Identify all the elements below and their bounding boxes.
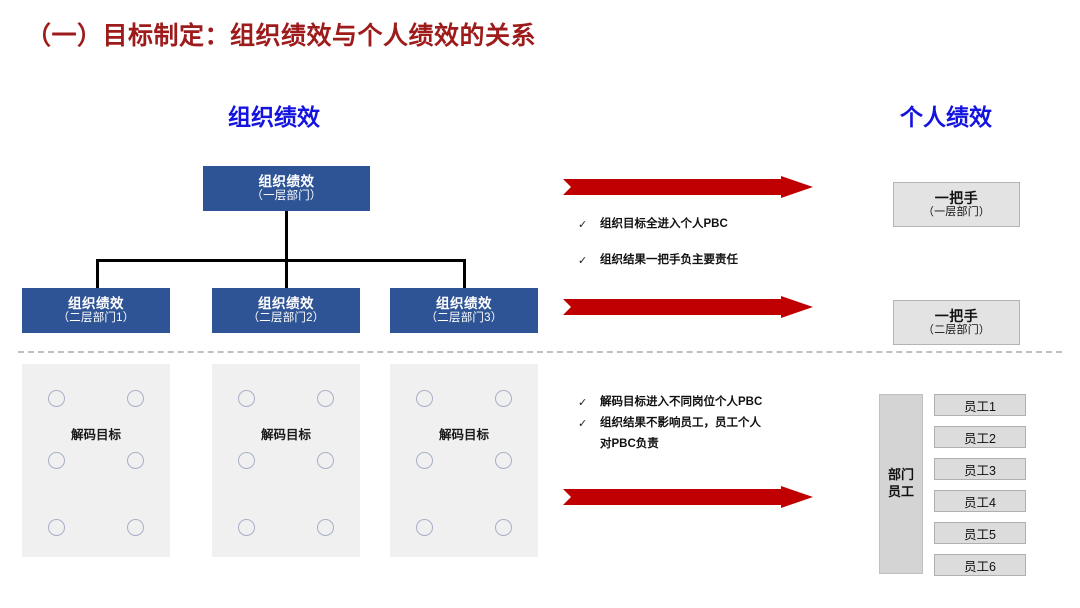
employee-item[interactable]: 员工3 [934,458,1026,480]
decode-circle-icon [416,390,433,407]
decode-circle-icon [238,390,255,407]
page-title: （一）目标制定：组织绩效与个人绩效的关系 [26,22,537,50]
bullet-text: 组织结果一把手负主要责任 [600,254,738,267]
bullet-text: 组织目标全进入个人PBC [600,218,728,230]
decode-circle-icon [317,390,334,407]
bullet-text: 组织结果不影响员工，员工个人 [600,417,761,430]
bullet-item: ✓ 组织结果不影响员工，员工个人 [578,415,848,433]
bullet-item: ✓ 解码目标进入不同岗位个人PBC [578,394,848,412]
employee-item[interactable]: 员工5 [934,522,1026,544]
org-box-level2-3-title: 组织绩效 [436,295,492,311]
decode-circle-icon [317,519,334,536]
org-box-level2-2[interactable]: 组织绩效 （二层部门2） [212,288,360,333]
connector-drop-1 [96,259,99,289]
employee-item[interactable]: 员工6 [934,554,1026,576]
decode-circle-icon [416,452,433,469]
decode-circle-icon [48,390,65,407]
department-label-line1: 部门 [887,467,914,483]
check-icon: ✓ [578,219,588,231]
bullet-list-top: ✓ 组织目标全进入个人PBC ✓ 组织结果一把手负主要责任 [578,216,848,288]
decode-circle-icon [238,519,255,536]
org-box-level1[interactable]: 组织绩效 （一层部门） [203,166,370,211]
decode-circle-icon [127,452,144,469]
arrow-right-icon-decode-to-employees [563,486,813,508]
check-icon: ✓ [578,255,588,268]
connector-vertical-top [285,211,288,262]
connector-drop-2 [285,259,288,289]
connector-drop-3 [463,259,466,289]
decode-box-2-label: 解码目标 [260,428,311,442]
leader-box-level2[interactable]: 一把手 （二层部门） [893,300,1020,345]
employee-list: 员工1 员工2 员工3 员工4 员工5 员工6 [934,394,1026,576]
bullet-item: ✓ 组织结果一把手负主要责任 [578,252,848,270]
bullet-item: ✓ 组织目标全进入个人PBC [578,216,848,234]
section-divider [18,351,1062,353]
bullet-text: 解码目标进入不同岗位个人PBC [600,396,763,408]
decode-box-3[interactable]: 解码目标 [390,364,538,557]
leader-box-level1[interactable]: 一把手 （一层部门） [893,182,1020,227]
decode-box-1[interactable]: 解码目标 [22,364,170,557]
bullet-item-continuation: 对PBC负责 [578,436,848,454]
org-box-level1-title: 组织绩效 [258,173,315,189]
decode-circle-icon [238,452,255,469]
org-box-level2-1-subtitle: （二层部门1） [57,311,135,324]
org-box-level2-1-title: 组织绩效 [68,295,124,311]
employee-item[interactable]: 员工2 [934,426,1026,448]
leader-box-level1-title: 一把手 [934,189,979,206]
column-heading-organization: 组织绩效 [228,104,320,130]
bullet-text: 对PBC负责 [600,438,659,451]
decode-circle-icon [495,452,512,469]
org-box-level2-3-subtitle: （二层部门3） [425,311,503,324]
employee-item[interactable]: 员工1 [934,394,1026,416]
org-box-level2-2-subtitle: （二层部门2） [247,311,325,324]
decode-circle-icon [317,452,334,469]
department-employees-label: 部门 员工 [879,394,923,574]
bullet-list-bottom: ✓ 解码目标进入不同岗位个人PBC ✓ 组织结果不影响员工，员工个人 对PBC负… [578,394,848,457]
check-icon: ✓ [578,397,588,409]
org-box-level2-1[interactable]: 组织绩效 （二层部门1） [22,288,170,333]
org-box-level1-subtitle: （一层部门） [251,189,322,202]
connector-horizontal [96,259,466,262]
check-icon: ✓ [578,418,588,431]
decode-circle-icon [48,452,65,469]
department-label-line2: 员工 [887,484,914,499]
decode-circle-icon [495,519,512,536]
arrow-right-icon-org-to-leader-l2 [563,296,813,318]
leader-box-level2-title: 一把手 [934,307,979,324]
decode-circle-icon [127,519,144,536]
arrow-right-icon-org-to-leader-l1 [563,176,813,198]
leader-box-level1-subtitle: （一层部门） [922,206,991,219]
decode-box-2[interactable]: 解码目标 [212,364,360,557]
employee-item[interactable]: 员工4 [934,490,1026,512]
decode-box-1-label: 解码目标 [70,428,121,442]
decode-box-3-label: 解码目标 [438,428,489,442]
leader-box-level2-subtitle: （二层部门） [922,324,991,337]
column-heading-individual: 个人绩效 [900,104,992,130]
decode-circle-icon [48,519,65,536]
org-box-level2-3[interactable]: 组织绩效 （二层部门3） [390,288,538,333]
decode-circle-icon [495,390,512,407]
decode-circle-icon [416,519,433,536]
org-box-level2-2-title: 组织绩效 [258,295,314,311]
bullet-indent-spacer [578,436,600,437]
decode-circle-icon [127,390,144,407]
